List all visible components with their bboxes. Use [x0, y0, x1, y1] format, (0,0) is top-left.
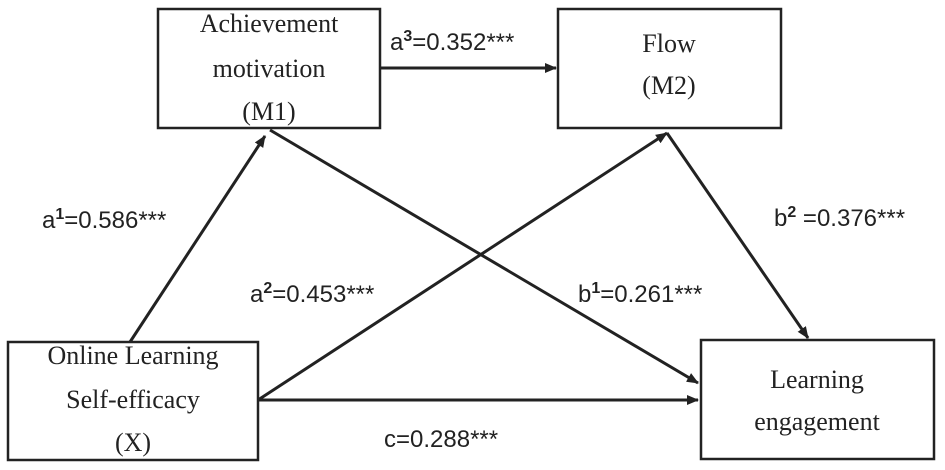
label-b1-value: =0.261*** [600, 281, 702, 308]
label-a1: a1=0.586*** [42, 206, 166, 234]
label-a2-value: =0.453*** [272, 281, 374, 308]
node-x-line-1: Online Learning [47, 341, 218, 370]
label-a1-sup: 1 [55, 206, 64, 223]
label-a2: a2=0.453*** [250, 280, 374, 308]
label-a3-sup: 3 [403, 28, 412, 45]
node-learning-engagement: Learning engagement [699, 338, 936, 461]
label-b1-sup: 1 [591, 280, 600, 297]
label-a2-sup: 2 [263, 280, 272, 297]
node-m2-line-1: Flow [642, 29, 696, 58]
node-x-line-3: (X) [115, 428, 151, 457]
node-flow: Flow (M2) [556, 7, 783, 130]
label-a1-value: =0.586*** [64, 207, 166, 234]
node-y-line-1: Learning [770, 365, 864, 394]
label-a3: a3=0.352*** [390, 28, 514, 56]
label-a3-value: =0.352*** [412, 29, 514, 56]
node-online-learning-self-efficacy: Online Learning Self-efficacy (X) [6, 340, 260, 462]
node-x-line-2: Self-efficacy [66, 385, 200, 414]
label-b2-base: b [774, 205, 787, 232]
label-a3-base: a [390, 29, 404, 56]
edge-m2-to-y [665, 132, 810, 339]
node-m1-line-1: Achievement [200, 9, 339, 38]
label-b2-sup: 2 [787, 204, 796, 221]
node-y-line-2: engagement [754, 407, 880, 436]
edge-m1-to-y [269, 128, 699, 385]
node-m1-line-3: (M1) [242, 97, 295, 126]
node-achievement-motivation: Achievement motivation (M1) [156, 7, 382, 130]
label-b2-value: =0.376*** [796, 205, 905, 232]
label-b1-base: b [578, 281, 591, 308]
label-a2-base: a [250, 281, 264, 308]
label-b1: b1=0.261*** [578, 280, 702, 308]
label-b2: b2 =0.376*** [774, 204, 905, 232]
edge-x-to-m1 [128, 135, 267, 343]
label-c: c=0.288*** [384, 426, 498, 453]
node-m2-line-2: (M2) [642, 71, 695, 100]
edge-x-to-m2 [257, 131, 668, 402]
node-m1-line-2: motivation [213, 54, 326, 83]
label-a1-base: a [42, 207, 56, 234]
